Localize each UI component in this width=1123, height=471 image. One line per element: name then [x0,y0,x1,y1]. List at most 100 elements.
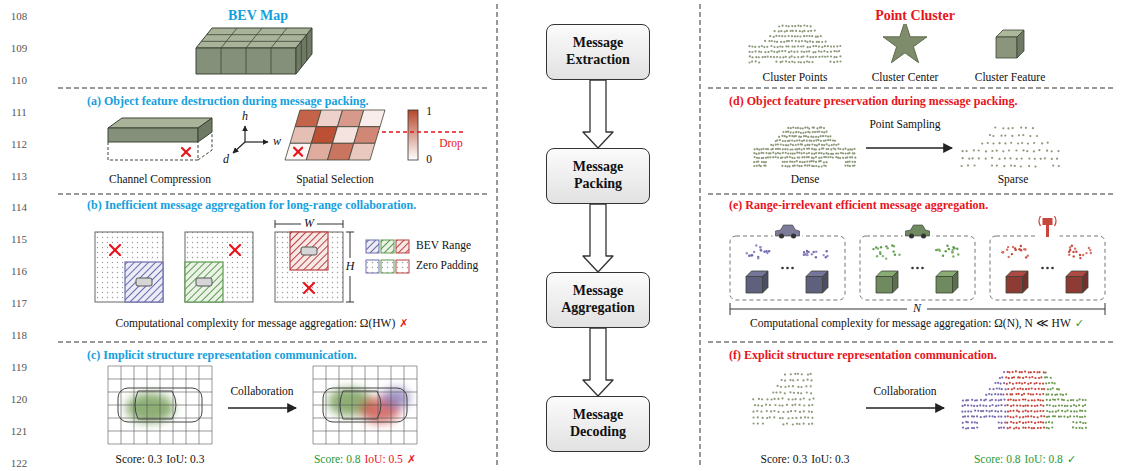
lidar-point [994,382,996,384]
lidar-point [758,56,760,58]
lidar-point [945,250,947,252]
lidar-point [823,50,825,52]
lidar-point [811,411,813,413]
lidar-point [1020,127,1022,129]
lidar-point [813,140,815,142]
roadside-unit-icon [1036,214,1060,238]
lidar-point [786,161,788,163]
grid-line [108,392,212,393]
lidar-point [974,421,976,423]
label-group: 121 [10,424,29,437]
lidar-point [1027,405,1029,407]
rsu-wave [1055,216,1057,226]
lidar-point [1023,393,1025,395]
lidar-point [755,60,757,62]
grid-line [108,366,212,367]
lidar-point [777,46,779,48]
lidar-point [795,135,797,137]
lidar-point [755,50,757,52]
lidar-point [821,41,823,43]
lidar-point [810,385,812,387]
lidar-point [1005,388,1007,390]
lidar-point [757,416,759,418]
grid-cell [354,127,380,144]
axis-symbol: N [913,302,921,316]
lidar-point [1044,157,1046,159]
lidar-point [1040,376,1042,378]
divider-line [58,194,490,195]
lidar-point [757,423,759,425]
lidar-point [801,40,803,42]
icon-ground [903,222,933,239]
bracket-line [730,309,907,310]
agent-group [730,236,845,300]
lidar-point [951,249,953,251]
lidar-point [823,254,825,256]
lidar-point [811,417,813,419]
lidar-point [833,56,835,58]
lidar-point [818,143,820,145]
lidar-point [825,135,827,137]
label-group: 110 [10,73,28,86]
lidar-point [1049,399,1051,401]
lidar-point [788,140,790,142]
car-body-outline [118,388,202,422]
agent-cluster-points [935,245,960,258]
lidar-point [782,152,784,154]
lidar-point [800,132,802,134]
lidar-point [760,249,762,251]
lidar-point [1012,422,1014,424]
lidar-point [769,152,771,154]
lidar-point [1017,142,1019,144]
lidar-point [801,161,803,163]
lidar-point [1014,165,1016,167]
lidar-point [971,427,973,429]
lidar-point [980,416,982,418]
lidar-point [885,257,887,259]
lidar-point [806,152,808,154]
lidar-point [1004,416,1006,418]
lidar-point [782,161,784,163]
lidar-point [787,148,789,150]
drop-threshold [375,131,466,132]
cube-face [936,277,953,294]
lidar-point [1076,399,1078,401]
lidar-point [1042,399,1044,401]
lidar-point [1050,377,1052,379]
lidar-point [1004,404,1006,406]
lidar-point [820,135,822,137]
lidar-point [1046,427,1048,429]
lidar-point [824,45,826,47]
lidar-point [977,410,979,412]
lidar-point [1020,245,1022,247]
caption-text: Drop [439,137,463,150]
feature-grid [313,366,417,444]
caption-text: Computational complexity for message agg… [750,317,1071,330]
lidar-point [1051,426,1053,428]
lidar-point [1002,127,1004,129]
ellipsis-dot [786,267,789,270]
lidar-point [1008,149,1010,151]
slab-face [198,118,212,142]
lidar-point [1039,393,1041,395]
lidar-point [961,411,963,413]
lidar-point [1082,405,1084,407]
lidar-point [775,144,777,146]
lidar-point [991,399,993,401]
lidar-point [781,35,783,37]
lidar-point [1085,399,1087,401]
lidar-point [763,251,765,253]
lidar-point [1032,127,1034,129]
lidar-point [1004,142,1006,144]
lidar-point [779,56,781,58]
lidar-point [962,400,964,402]
lidar-point [1022,416,1024,418]
lidar-point [1001,388,1003,390]
lidar-point [821,144,823,146]
lidar-point [1069,249,1071,251]
lidar-point [772,144,774,146]
lidar-point [777,411,779,413]
lidar-point [1060,415,1062,417]
lidar-point [816,131,818,133]
lidar-point [1056,393,1058,395]
